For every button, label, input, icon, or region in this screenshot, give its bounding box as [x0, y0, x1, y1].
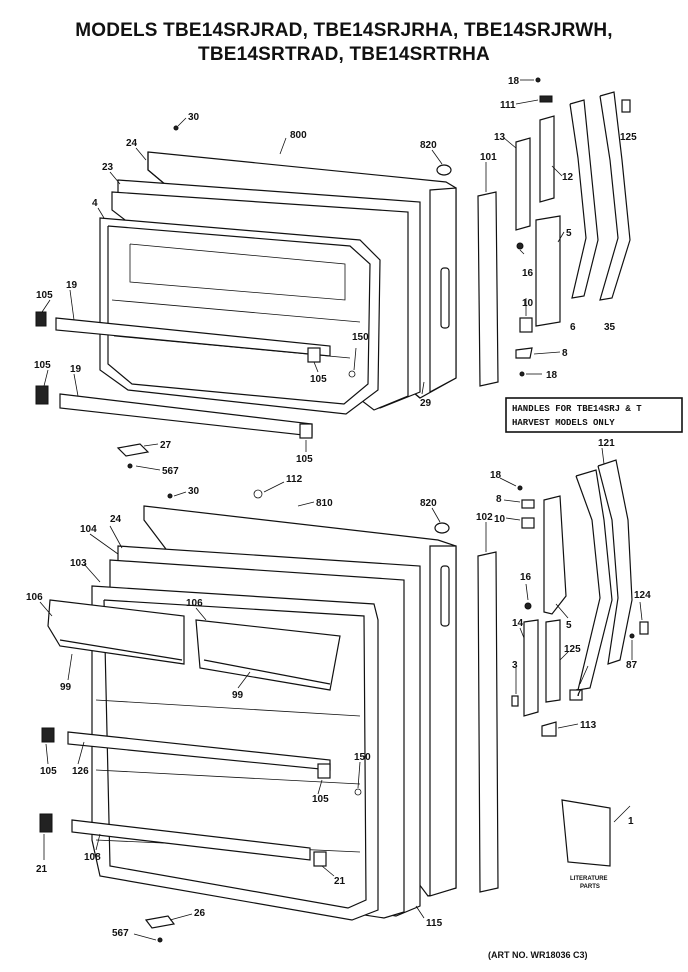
callout-125: 125: [564, 644, 581, 655]
callout-820: 820: [420, 498, 437, 509]
callout-111: 111: [500, 100, 516, 111]
callout-16: 16: [520, 572, 532, 583]
callout-13: 13: [494, 132, 506, 143]
callout-5: 5: [566, 620, 572, 631]
callout-103: 103: [70, 558, 87, 569]
callout-87: 87: [626, 660, 638, 671]
callout-800: 800: [290, 130, 307, 141]
callout-23: 23: [102, 162, 114, 173]
callout-112: 112: [286, 474, 303, 485]
callout-27: 27: [160, 440, 172, 451]
diagram-title-line-2: TBE14SRTRAD, TBE14SRTRHA: [198, 44, 490, 65]
callout-567: 567: [112, 928, 129, 939]
callout-150: 150: [352, 332, 369, 343]
part-callouts: 18 111 13 125 12 30 800 820 24 23 4 101 …: [26, 76, 651, 939]
handles-note-box: HANDLES FOR TBE14SRJ & T HARVEST MODELS …: [505, 397, 683, 433]
callout-21: 21: [36, 864, 48, 875]
callout-820: 820: [420, 140, 437, 151]
art-number: (ART NO. WR18036 C3): [488, 950, 588, 960]
callout-105: 105: [36, 290, 53, 301]
callout-12: 12: [562, 172, 574, 183]
callout-6: 6: [570, 322, 576, 333]
fresh-food-door-assembly: [39, 489, 457, 943]
callout-124: 124: [634, 590, 651, 601]
callout-24: 24: [110, 514, 122, 525]
callout-99: 99: [60, 682, 72, 693]
callout-121: 121: [598, 438, 615, 449]
callout-19: 19: [66, 280, 78, 291]
callout-105: 105: [296, 454, 313, 465]
callout-30: 30: [188, 112, 200, 123]
literature-label-1: LITERATURE: [570, 876, 608, 882]
callout-19: 19: [70, 364, 82, 375]
callout-10: 10: [494, 514, 506, 525]
callout-113: 113: [580, 720, 597, 731]
callout-105: 105: [40, 766, 57, 777]
callout-105: 105: [310, 374, 327, 385]
callout-810: 810: [316, 498, 333, 509]
freezer-hinge-and-trim-parts: [477, 77, 631, 387]
callout-106: 106: [26, 592, 43, 603]
callout-567: 567: [162, 466, 179, 477]
callout-7: 7: [576, 688, 582, 699]
callout-29: 29: [420, 398, 432, 409]
callout-102: 102: [476, 512, 493, 523]
callout-21: 21: [334, 876, 346, 887]
callout-18: 18: [546, 370, 558, 381]
callout-8: 8: [562, 348, 568, 359]
callout-101: 101: [480, 152, 497, 163]
callout-104: 104: [80, 524, 97, 535]
callout-24: 24: [126, 138, 138, 149]
callout-105: 105: [312, 794, 329, 805]
callout-106: 106: [186, 598, 203, 609]
literature-label-2: PARTS: [580, 884, 600, 890]
callout-5: 5: [566, 228, 572, 239]
note-line-1: HANDLES FOR TBE14SRJ & T: [512, 404, 642, 414]
callout-10: 10: [522, 298, 534, 309]
leader-lines: [39, 79, 643, 941]
callout-26: 26: [194, 908, 206, 919]
callout-16: 16: [522, 268, 534, 279]
callout-99: 99: [232, 690, 244, 701]
callout-105: 105: [34, 360, 51, 371]
callout-1: 1: [628, 816, 634, 827]
fresh-food-hinge-and-trim-parts: LITERATURE PARTS: [477, 459, 649, 893]
callout-150: 150: [354, 752, 371, 763]
note-line-2: HARVEST MODELS ONLY: [512, 418, 615, 428]
callout-14: 14: [512, 618, 524, 629]
callout-4: 4: [92, 198, 98, 209]
callout-18: 18: [490, 470, 502, 481]
callout-108: 108: [84, 852, 101, 863]
callout-35: 35: [604, 322, 616, 333]
callout-126: 126: [72, 766, 89, 777]
callout-3: 3: [512, 660, 518, 671]
freezer-door-assembly: [35, 125, 457, 469]
callout-8: 8: [496, 494, 502, 505]
callout-30: 30: [188, 486, 200, 497]
callout-125: 125: [620, 132, 637, 143]
diagram-title-line-1: MODELS TBE14SRJRAD, TBE14SRJRHA, TBE14SR…: [75, 20, 613, 41]
callout-115: 115: [426, 918, 443, 929]
callout-18: 18: [508, 76, 520, 87]
